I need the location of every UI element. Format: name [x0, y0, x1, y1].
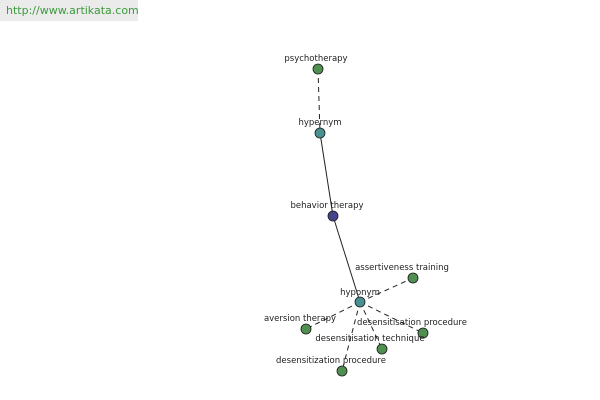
watermark-banner: http://www.artikata.com	[0, 0, 139, 21]
node-label-desensitization-procedure: desensitization procedure	[276, 356, 386, 366]
node-marker-hyponym[interactable]	[354, 296, 366, 308]
edge-psychotherapy-to-hypernym	[317, 68, 321, 134]
edge-hyponym-to-desensitisation-procedure	[359, 301, 424, 334]
node-marker-aversion-therapy[interactable]	[300, 323, 312, 335]
node-hypernym[interactable]: hypernym	[298, 118, 342, 139]
graph-nodes: psychotherapy hypernym behavior therapy hyp…	[264, 54, 467, 377]
node-marker-psychotherapy[interactable]	[312, 63, 324, 75]
node-label-assertiveness-training: assertiveness training	[355, 263, 449, 273]
node-behavior-therapy[interactable]: behavior therapy	[290, 201, 364, 222]
node-desensitisation-technique[interactable]: desensitisation technique	[315, 334, 425, 355]
node-label-desensitisation-procedure: desensitisation procedure	[357, 318, 467, 328]
node-assertiveness-training[interactable]: assertiveness training	[355, 263, 449, 284]
node-label-hypernym: hypernym	[298, 118, 341, 128]
node-label-hyponym: hyponym	[340, 288, 380, 298]
node-marker-desensitisation-procedure[interactable]	[417, 327, 429, 339]
node-label-behavior-therapy: behavior therapy	[290, 201, 363, 211]
node-marker-desensitisation-technique[interactable]	[376, 343, 388, 355]
node-marker-hypernym[interactable]	[314, 127, 326, 139]
node-label-desensitisation-technique: desensitisation technique	[315, 334, 424, 344]
edge-hyponym-to-assertiveness-training	[359, 277, 414, 303]
edge-hyponym-to-desensitization-procedure	[341, 301, 361, 372]
graph-edges	[305, 68, 424, 372]
edge-behavior-therapy-to-hyponym	[332, 215, 361, 303]
node-marker-assertiveness-training[interactable]	[407, 272, 419, 284]
edge-hypernym-to-behavior-therapy	[319, 132, 334, 217]
node-marker-desensitization-procedure[interactable]	[336, 365, 348, 377]
node-desensitization-procedure[interactable]: desensitization procedure	[276, 356, 386, 377]
node-marker-behavior-therapy[interactable]	[327, 210, 339, 222]
watermark-link-text[interactable]: http://www.artikata.com	[6, 4, 139, 17]
node-psychotherapy[interactable]: psychotherapy	[284, 54, 348, 75]
node-hyponym[interactable]: hyponym	[340, 288, 380, 308]
node-label-psychotherapy: psychotherapy	[284, 54, 347, 64]
node-aversion-therapy[interactable]: aversion therapy	[264, 314, 336, 335]
node-desensitisation-procedure[interactable]: desensitisation procedure	[357, 318, 467, 339]
edge-hyponym-to-aversion-therapy	[305, 301, 361, 330]
node-label-aversion-therapy: aversion therapy	[264, 314, 336, 324]
